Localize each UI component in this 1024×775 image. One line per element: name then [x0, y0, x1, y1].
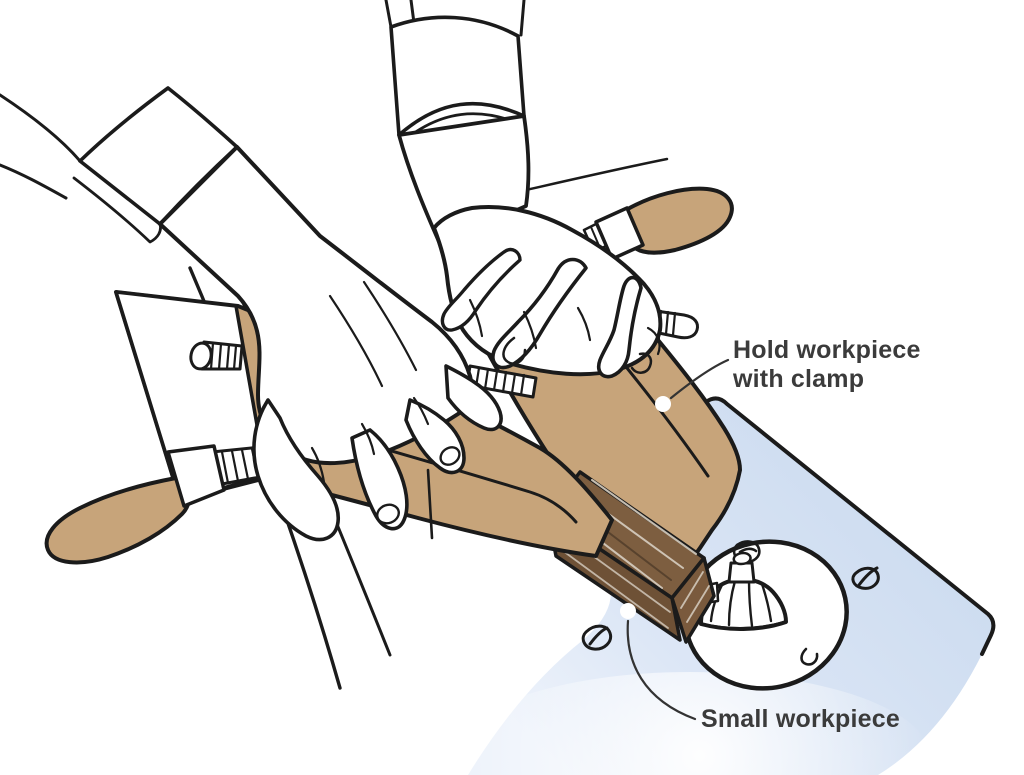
- left-hand-creases: [310, 280, 430, 484]
- table-screw-icon: [851, 566, 880, 590]
- callout-dot-workpiece: [620, 603, 636, 619]
- label-small-workpiece: Small workpiece: [701, 705, 900, 734]
- callout-dot-clamp: [655, 396, 671, 412]
- clamp-screw-end-left: [189, 340, 244, 371]
- label-line: Hold workpiece: [733, 336, 921, 364]
- front-jaw-corner-line: [426, 468, 434, 540]
- left-index-finger: [350, 428, 409, 531]
- left-middle-nail: [439, 446, 461, 466]
- clamp-screw-threads-middle: [465, 364, 538, 399]
- left-sleeve-line: [0, 93, 82, 163]
- workpiece-grain: [680, 571, 710, 623]
- table-screw-icon: [581, 624, 613, 651]
- front-handle-grip: [44, 476, 192, 565]
- right-index-finger: [491, 257, 588, 370]
- rear-handle-grip: [624, 186, 734, 255]
- left-index-nail: [376, 503, 400, 525]
- left-thumb: [252, 398, 341, 542]
- left-sleeve-line: [0, 163, 68, 200]
- label-line: Small workpiece: [701, 705, 900, 733]
- right-thumb: [440, 247, 522, 332]
- plate-screw-icon: [800, 647, 819, 666]
- right-middle-curl: [630, 352, 653, 374]
- left-cuff-fold: [72, 176, 162, 244]
- table-back-edge-line: [524, 157, 669, 192]
- bit-pilot: [727, 561, 756, 584]
- right-middle-finger: [596, 275, 643, 379]
- bit-base-arc: [699, 620, 788, 630]
- label-hold-workpiece-with-clamp: Hold workpiece with clamp: [733, 336, 921, 394]
- leader-line-workpiece: [626, 619, 697, 721]
- left-ring-finger: [444, 364, 503, 432]
- clamp-screw-end-right: [652, 309, 699, 340]
- right-arm: [384, 0, 663, 379]
- workpiece-end-face: [670, 556, 716, 644]
- leader-line-clamp: [669, 358, 730, 400]
- label-line: with clamp: [733, 365, 865, 393]
- right-index-curl: [502, 336, 527, 365]
- front-handle-ferrule: [166, 444, 226, 508]
- callouts: [620, 358, 730, 721]
- table-highlight: [450, 672, 930, 775]
- left-arm: [0, 86, 503, 542]
- bit-flutes: [709, 578, 773, 628]
- bit-bearing: [732, 551, 752, 566]
- clamp-handle-rear: [582, 186, 734, 261]
- rear-handle-ferrule: [594, 206, 645, 261]
- right-hand-creases: [468, 298, 661, 356]
